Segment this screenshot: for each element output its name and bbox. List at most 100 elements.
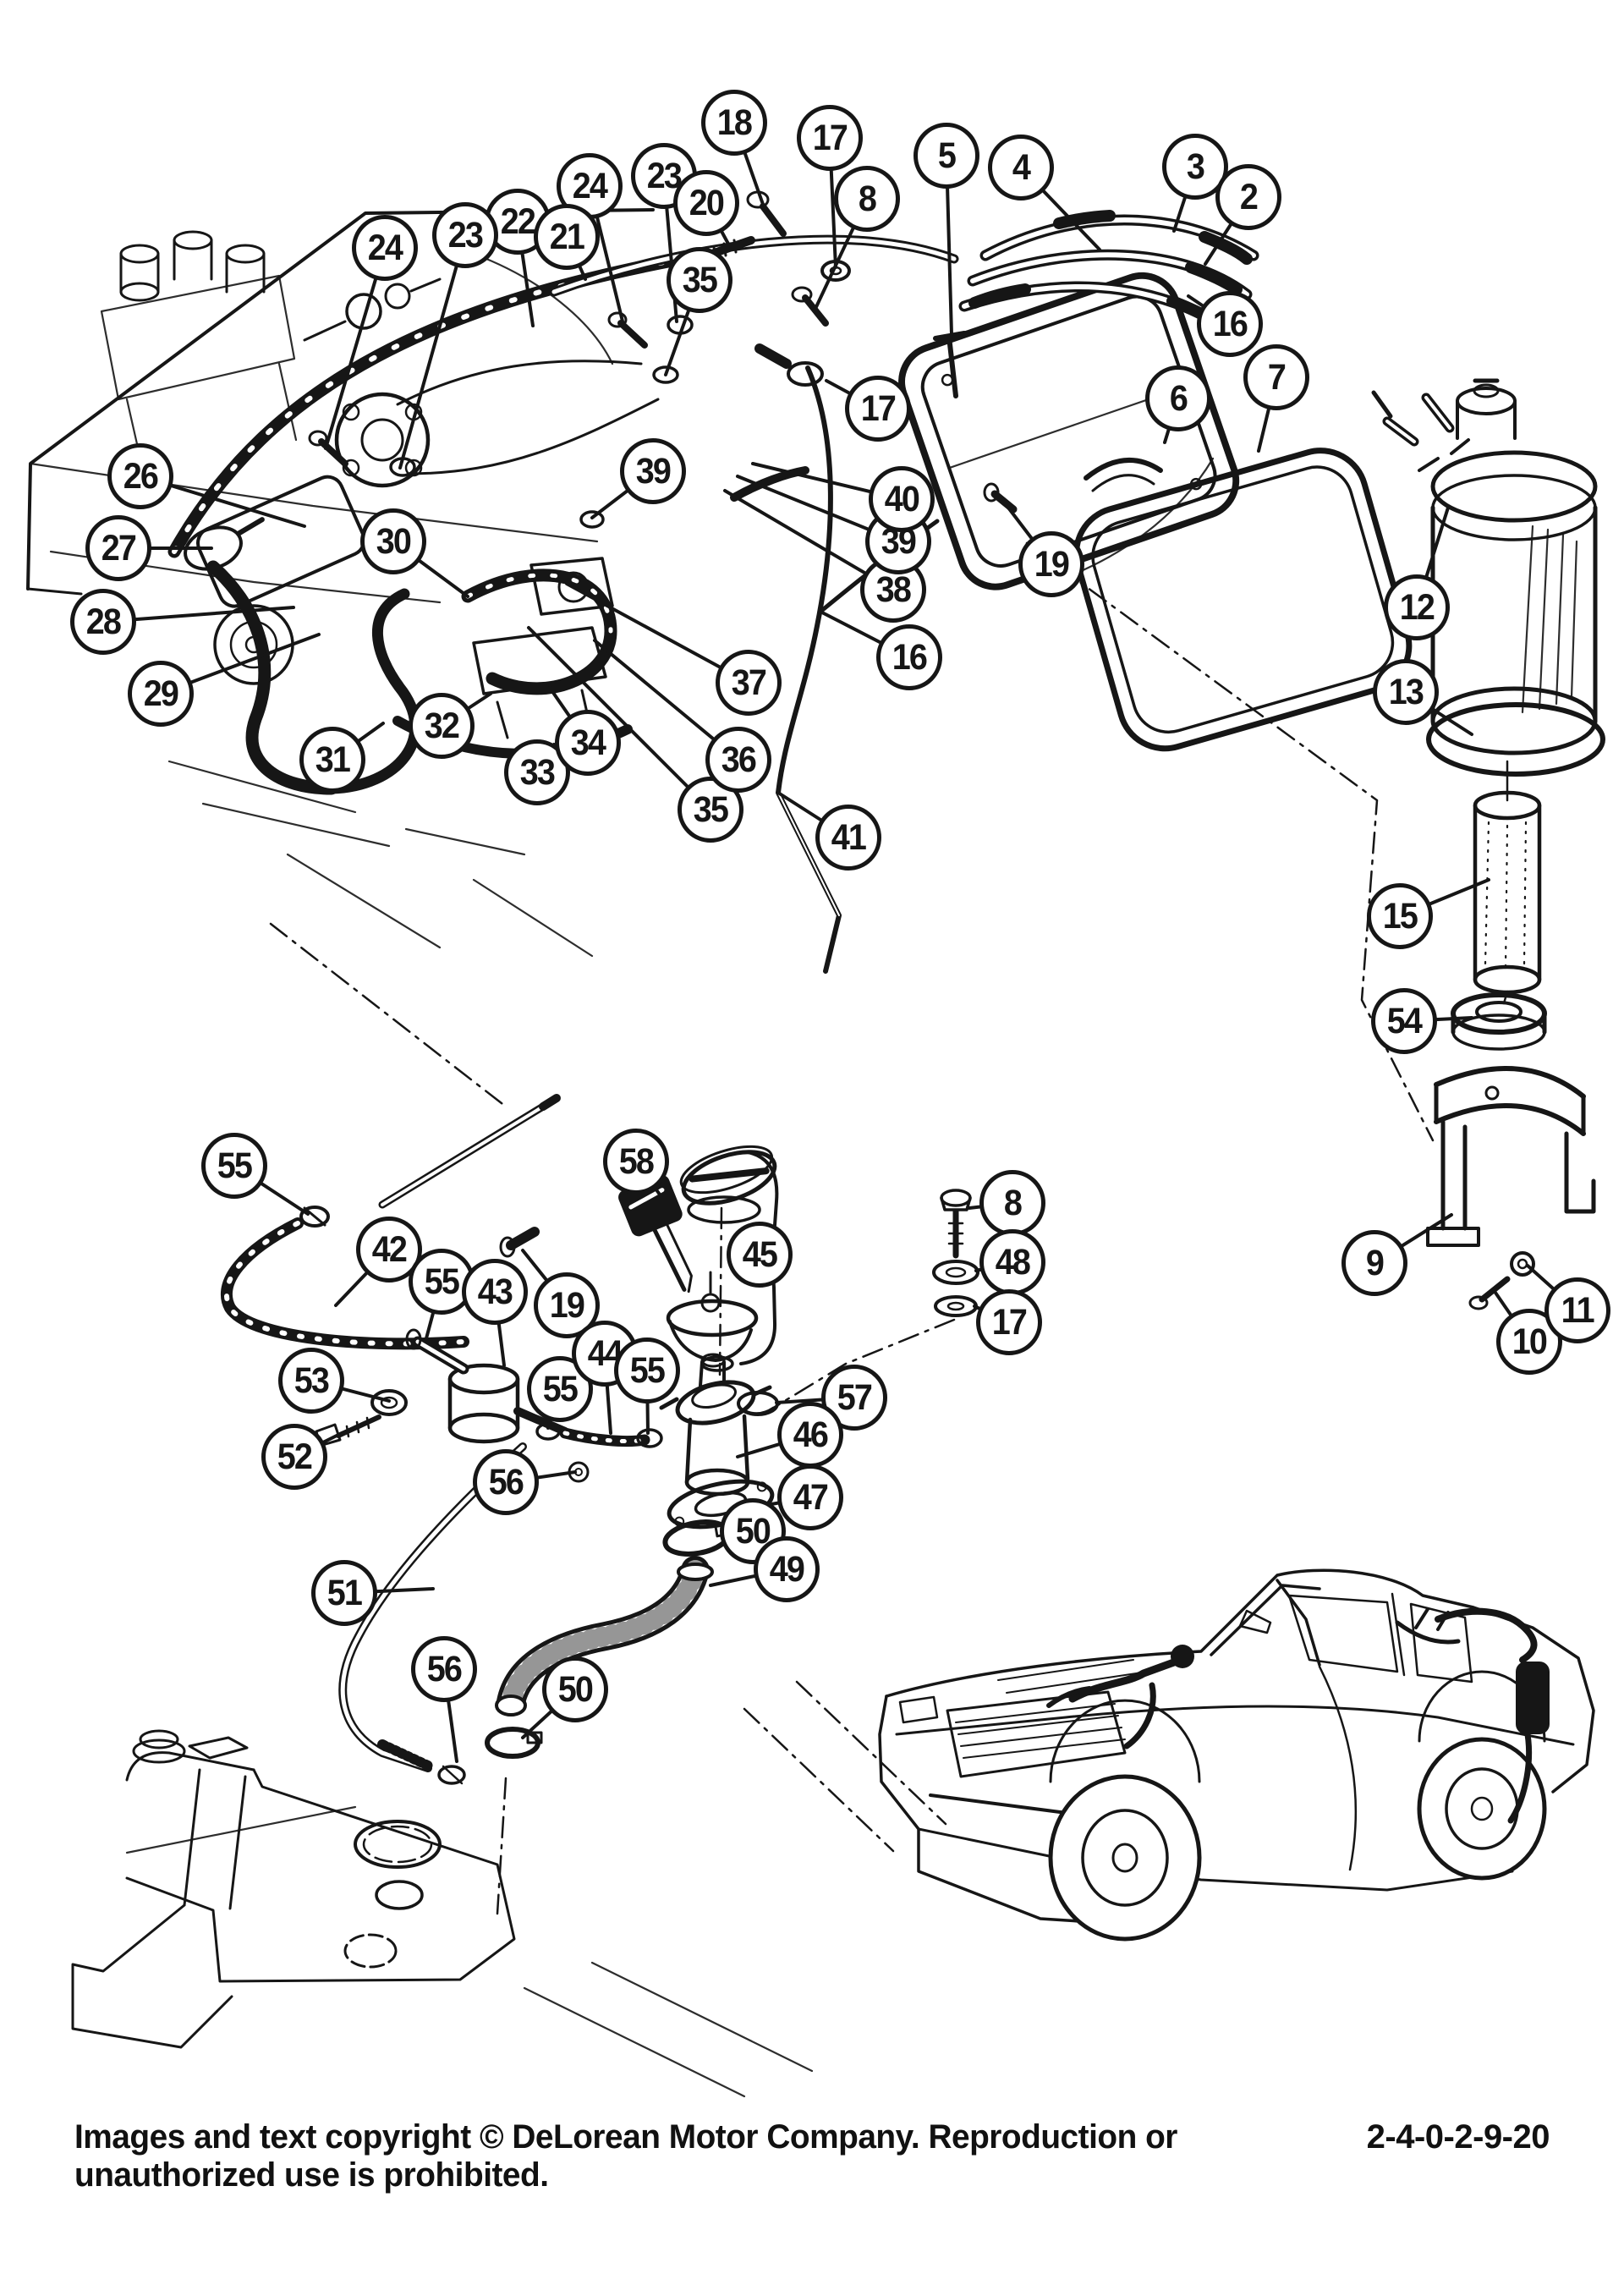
callout-balloon: 29 (128, 661, 194, 727)
callout-number: 18 (716, 102, 753, 143)
callout-balloon: 17 (976, 1289, 1042, 1355)
callout-number: 4 (1012, 146, 1031, 188)
callout-balloon: 49 (754, 1536, 820, 1602)
callout-balloon: 48 (979, 1229, 1045, 1295)
callout-balloon: 9 (1341, 1230, 1407, 1296)
panel-hoses (958, 210, 1259, 329)
callout-number: 10 (1512, 1321, 1548, 1362)
callout-number: 17 (991, 1301, 1028, 1343)
callout-balloon: 24 (352, 215, 418, 281)
callout-number: 56 (488, 1461, 524, 1502)
callout-balloon: 27 (85, 515, 151, 581)
callout-balloon: 20 (673, 170, 739, 236)
callout-balloon: 32 (409, 693, 475, 759)
callout-number: 21 (549, 216, 585, 257)
callout-number: 24 (367, 227, 403, 268)
callout-number: 12 (1399, 586, 1435, 628)
callout-number: 9 (1365, 1242, 1385, 1283)
callout-number: 39 (635, 450, 672, 492)
callout-balloon: 55 (614, 1337, 680, 1403)
footer: Images and text copyright © DeLorean Mot… (74, 2118, 1550, 2194)
callout-number: 31 (315, 739, 351, 780)
callout-number: 8 (1003, 1182, 1023, 1223)
callout-number: 37 (731, 662, 767, 703)
callout-balloon: 17 (845, 376, 911, 442)
callout-balloon: 52 (261, 1424, 327, 1490)
callout-balloon: 31 (299, 727, 365, 793)
fuel-tank (71, 1729, 814, 2098)
callout-number: 26 (123, 455, 159, 497)
callout-number: 53 (294, 1359, 330, 1401)
callout-balloon: 50 (542, 1656, 608, 1722)
callout-balloon: 37 (716, 650, 782, 716)
leader-line (527, 626, 712, 811)
callout-number: 51 (326, 1572, 363, 1613)
callout-number: 49 (769, 1548, 805, 1590)
callout-number: 24 (572, 165, 608, 206)
callout-number: 30 (376, 520, 412, 562)
callout-balloon: 21 (534, 204, 600, 270)
callout-balloon: 16 (876, 624, 942, 690)
callout-balloon: 46 (777, 1402, 843, 1468)
car-outline (878, 1568, 1595, 1942)
callout-balloon: 45 (727, 1222, 793, 1288)
callout-number: 58 (618, 1140, 655, 1182)
callout-balloon: 16 (1197, 291, 1263, 357)
callout-balloon: 10 (1496, 1309, 1562, 1375)
page-part-code: 2-4-0-2-9-20 (1366, 2118, 1550, 2156)
callout-number: 32 (424, 705, 460, 746)
callout-balloon: 54 (1371, 988, 1437, 1054)
callout-balloon: 2 (1215, 164, 1281, 230)
callout-number: 15 (1382, 895, 1418, 937)
callout-number: 43 (477, 1271, 513, 1312)
callout-number: 7 (1267, 356, 1287, 398)
callout-balloon: 30 (360, 508, 426, 574)
callout-number: 42 (371, 1228, 408, 1270)
callout-balloon: 39 (620, 438, 686, 504)
callout-number: 28 (85, 601, 122, 642)
callout-number: 35 (693, 788, 729, 830)
panel-gasket (1073, 448, 1413, 752)
callout-number: 11 (1561, 1289, 1595, 1331)
callout-balloon: 34 (555, 710, 621, 776)
callout-number: 6 (1169, 377, 1188, 419)
callout-balloon: 19 (1018, 531, 1084, 597)
callout-number: 40 (884, 478, 920, 519)
callout-number: 19 (1034, 543, 1070, 585)
canister-bracket (1426, 1066, 1596, 1310)
callout-number: 41 (831, 816, 867, 858)
callout-balloon: 28 (70, 589, 136, 655)
leader-line (324, 246, 387, 450)
engine-hoses (167, 234, 959, 974)
callout-balloon: 12 (1384, 574, 1450, 640)
callout-balloon: 15 (1367, 883, 1433, 949)
callout-balloon: 13 (1373, 659, 1439, 725)
callout-balloon: 41 (815, 805, 881, 871)
callout-number: 19 (549, 1284, 585, 1326)
callout-number: 16 (892, 636, 928, 678)
callout-balloon: 6 (1145, 365, 1211, 431)
callout-number: 27 (101, 527, 137, 568)
callout-balloon: 55 (201, 1133, 267, 1199)
bolt-washer-stack (932, 1189, 979, 1317)
callout-balloon: 47 (777, 1464, 843, 1530)
callout-balloon: 11 (1544, 1277, 1610, 1343)
callout-number: 2 (1239, 176, 1259, 217)
callout-number: 38 (875, 568, 912, 610)
callout-number: 23 (447, 214, 484, 255)
callout-balloon: 26 (107, 443, 173, 509)
callout-number: 8 (858, 178, 877, 219)
callout-balloon: 43 (462, 1259, 528, 1325)
callout-number: 48 (995, 1241, 1031, 1283)
leader-line (565, 582, 750, 684)
callout-number: 13 (1388, 671, 1424, 712)
callout-number: 55 (217, 1145, 253, 1186)
callout-number: 29 (143, 673, 179, 714)
callout-balloon: 40 (869, 466, 935, 532)
callout-balloon: 53 (278, 1348, 344, 1414)
callout-balloon: 18 (701, 90, 767, 156)
callout-balloon: 56 (473, 1449, 539, 1515)
callout-balloon: 56 (411, 1636, 477, 1702)
